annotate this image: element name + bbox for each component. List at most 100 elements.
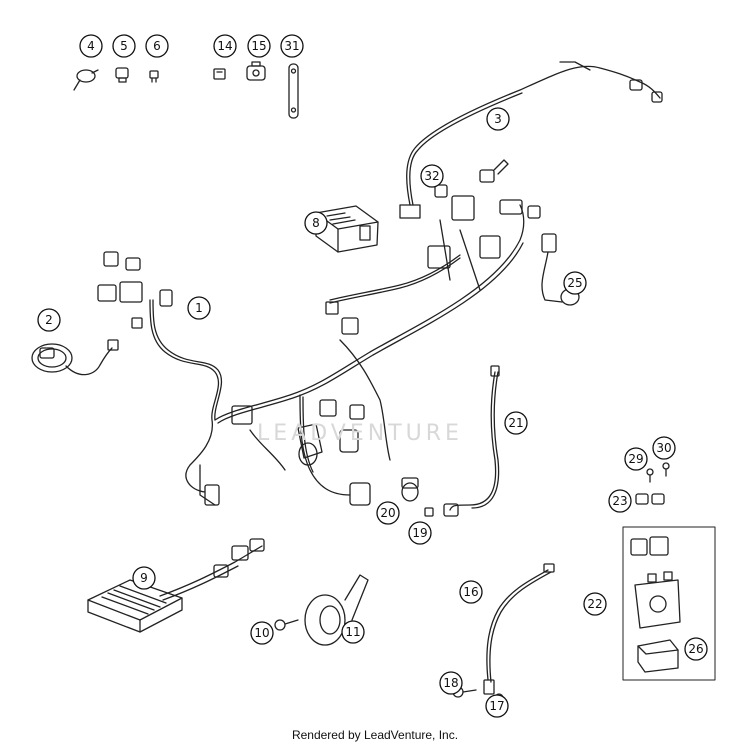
sub-harness-2 [31,339,119,376]
callout-number: 3 [494,112,502,126]
callout-number: 17 [489,699,504,713]
relay-cover-part-26 [637,639,679,673]
callout-8: 8 [304,211,328,235]
callout-circle [408,521,432,545]
callout-number: 5 [120,39,128,53]
callout-number: 23 [612,494,627,508]
watermark: LEADVENTURE [257,421,463,446]
callout-number: 20 [380,506,395,520]
callout-number: 25 [567,276,582,290]
callout-2: 2 [37,308,61,332]
callout-circle [250,621,274,645]
screw-part-30 [662,462,670,477]
callout-26: 26 [684,637,708,661]
sensor-part-20 [401,477,419,502]
callout-circle [608,489,632,513]
callout-number: 10 [254,626,269,640]
connector-part-32 [479,159,509,183]
bracket-part-31 [288,63,299,119]
control-unit-8 [315,205,379,253]
relay-caps-part [630,536,669,556]
callout-15: 15 [247,34,271,58]
callout-circle [563,271,587,295]
callout-11: 11 [341,620,365,644]
callout-number: 8 [312,216,320,230]
footer-credit: Rendered by LeadVenture, Inc. [291,728,459,742]
connector-part-5 [115,67,129,83]
callout-circle [37,308,61,332]
relay-part-22 [634,571,681,629]
callout-1: 1 [187,296,211,320]
callout-number: 29 [628,452,643,466]
callout-4: 4 [79,34,103,58]
callout-circle [485,694,509,718]
callout-circle [304,211,328,235]
callout-14: 14 [213,34,237,58]
callout-number: 15 [251,39,266,53]
callout-number: 1 [195,301,203,315]
callout-circle [376,501,400,525]
callout-5: 5 [112,34,136,58]
callout-25: 25 [563,271,587,295]
callout-21: 21 [504,411,528,435]
callout-number: 18 [443,676,458,690]
callout-18: 18 [439,671,463,695]
callout-circle [280,34,304,58]
connector-part-14 [213,68,226,80]
nut-part-10 [274,619,299,631]
cable-part-21 [443,365,500,517]
wiring-harness-3 [399,61,663,219]
callout-circle [112,34,136,58]
screw-part-29 [646,468,654,483]
callout-number: 14 [217,39,232,53]
callout-6: 6 [145,34,169,58]
callout-circle [624,447,648,471]
callout-31: 31 [280,34,304,58]
callout-number: 26 [688,642,703,656]
horn-part-11 [304,574,369,646]
callout-16: 16 [459,580,483,604]
callout-9: 9 [132,566,156,590]
callout-circle [684,637,708,661]
callout-number: 16 [463,585,478,599]
nut-part-19 [424,507,434,517]
callout-number: 11 [345,625,360,639]
callout-number: 30 [656,441,671,455]
callout-circle [79,34,103,58]
relay-group-box [622,526,716,681]
callout-30: 30 [652,436,676,460]
callout-number: 21 [508,416,523,430]
callout-circle [486,107,510,131]
callout-19: 19 [408,521,432,545]
callout-circle [420,164,444,188]
callout-17: 17 [485,694,509,718]
cover-part-23 [635,493,665,505]
callout-circle [213,34,237,58]
callout-number: 31 [284,39,299,53]
callout-20: 20 [376,501,400,525]
callout-22: 22 [583,592,607,616]
callout-number: 19 [412,526,427,540]
callout-3: 3 [486,107,510,131]
callout-23: 23 [608,489,632,513]
callout-circle [187,296,211,320]
callout-number: 4 [87,39,95,53]
callout-circle [504,411,528,435]
fuse-part-6 [149,70,159,83]
callout-circle [247,34,271,58]
cable-part-16 [483,563,555,695]
callout-circle [652,436,676,460]
callout-number: 32 [424,169,439,183]
callout-circle [439,671,463,695]
callout-circle [341,620,365,644]
callout-circle [583,592,607,616]
callout-10: 10 [250,621,274,645]
callout-number: 2 [45,313,53,327]
regulator-part-9 [87,538,265,633]
callout-number: 6 [153,39,161,53]
callout-number: 22 [587,597,602,611]
harness-connectors [97,184,541,506]
callout-circle [459,580,483,604]
